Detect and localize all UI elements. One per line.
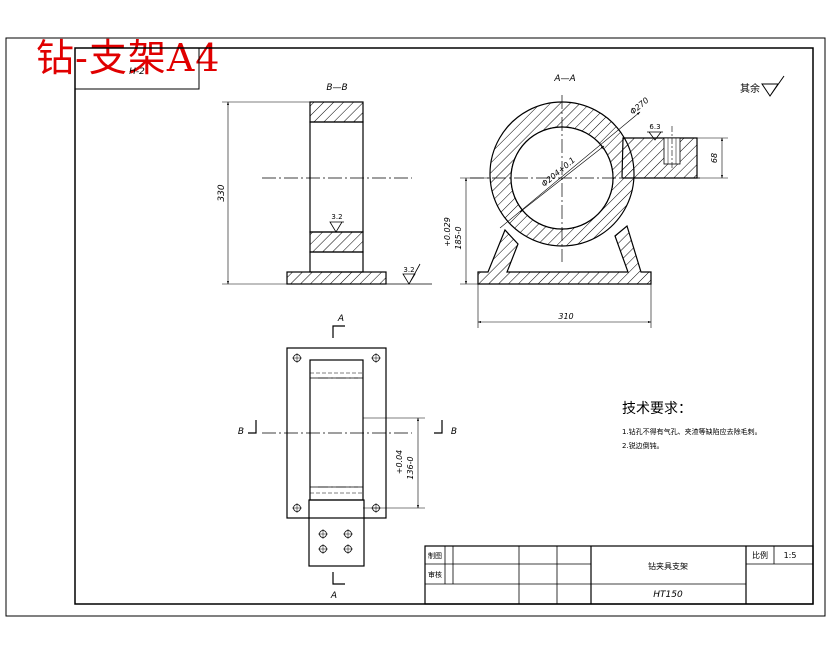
cut-a-top-marker: [332, 325, 345, 338]
section-bb-label: B—B: [326, 83, 347, 93]
cut-a-top-text: A: [337, 314, 344, 324]
title-block: [424, 545, 814, 605]
aa-lug-roughness-symbol: [647, 131, 663, 141]
title-block-material: HT150: [653, 590, 683, 600]
tech-req-item-1: 1.钻孔不得有气孔、夹渣等缺陷应去除毛刺。: [622, 427, 762, 436]
tech-requirements: 技术要求： 1.钻孔不得有气孔、夹渣等缺陷应去除毛刺。 2.锐边倒钝。: [622, 401, 762, 450]
bb-roughness-mid-symbol: [329, 221, 344, 233]
aa-center-height-tol: +0.029: [443, 217, 452, 247]
header-code-cell: [74, 47, 200, 90]
tech-req-item-2: 2.锐边倒钝。: [622, 441, 664, 450]
drawing-title-banner: 钻-支架A4: [36, 36, 221, 80]
inner-frame: [74, 47, 814, 605]
cut-a-bottom-marker: [332, 572, 345, 585]
aa-dia-outer-text: Φ270: [628, 96, 650, 117]
bb-roughness-base-symbol: [402, 263, 421, 285]
section-aa-label: A—A: [553, 74, 575, 84]
aa-support-legs: [477, 224, 652, 285]
section-aa-view: A—A 6.3 68 Φ270 Φ204+0.1 185-0 +0.029: [443, 74, 728, 328]
outer-border: [5, 37, 826, 617]
bb-base-hatch: [286, 271, 387, 285]
bb-top-hatch: [309, 101, 364, 123]
title-block-part-name: 钻夹具支架: [648, 561, 688, 571]
other-roughness-label: 其余: [740, 82, 760, 95]
title-block-scale-label: 比例: [752, 550, 768, 560]
aa-base-width-text: 310: [558, 312, 573, 321]
aa-lug-height-text: 68: [710, 153, 719, 163]
aa-center-height-text: 185-0: [454, 226, 463, 249]
aa-dia-inner-leader: [519, 145, 605, 213]
tech-req-title: 技术要求：: [622, 401, 692, 417]
plan-width-tol: +0.04: [395, 450, 404, 475]
cut-b-left-text: B: [238, 427, 244, 437]
bb-roughness-base-text: 3.2: [403, 266, 414, 274]
cut-b-right-marker: [434, 420, 443, 434]
title-block-scale-value: 1:5: [784, 551, 797, 560]
plan-width-text: 136-0: [406, 456, 415, 479]
plan-view: A A B B 136-0 +0.04: [238, 314, 457, 601]
plan-body: [309, 359, 364, 501]
plan-lug: [308, 499, 365, 567]
cut-b-left-marker: [248, 420, 257, 434]
bb-bottom-hatch: [309, 231, 364, 253]
bb-roughness-mid-text: 3.2: [331, 213, 342, 221]
cut-a-bottom-text: A: [330, 591, 337, 601]
plan-lug-holes: [318, 529, 353, 554]
cut-b-right-text: B: [451, 427, 457, 437]
title-block-row1-label: 制图: [428, 551, 442, 560]
bb-lower: [309, 251, 364, 273]
aa-lug-roughness-text: 6.3: [649, 123, 660, 131]
section-bb-view: B—B 330 3.2 3.2: [217, 83, 432, 285]
other-roughness-symbol: [761, 75, 785, 97]
bb-height-dim-text: 330: [217, 184, 227, 201]
header-code-text: H-2: [129, 67, 145, 77]
title-block-row2-label: 审核: [428, 570, 442, 579]
